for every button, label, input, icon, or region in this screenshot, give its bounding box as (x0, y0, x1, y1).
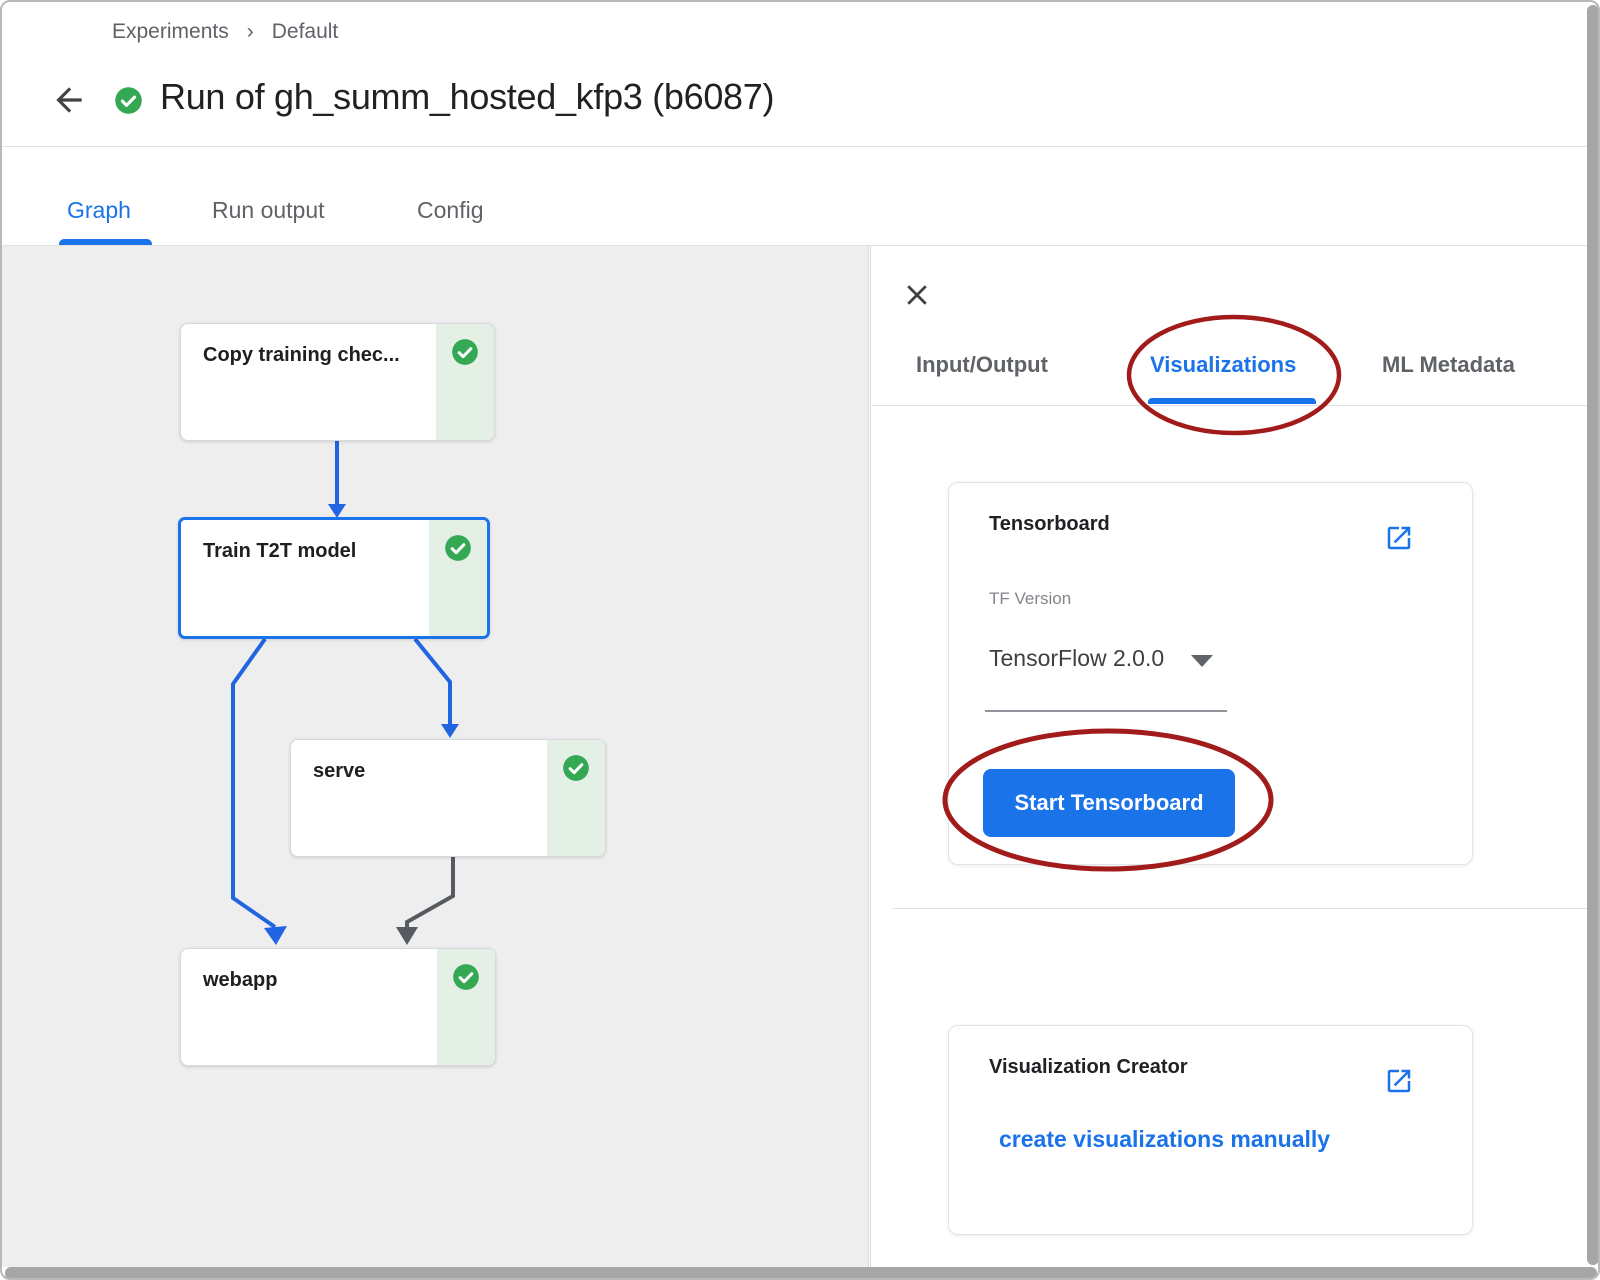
start-tensorboard-button[interactable]: Start Tensorboard (983, 769, 1235, 837)
panel-tab-ml-metadata[interactable]: ML Metadata (1382, 352, 1515, 377)
breadcrumb-item-experiments[interactable]: Experiments (112, 20, 229, 43)
node-success-strip (429, 520, 487, 636)
graph-node-copy-training[interactable]: Copy training chec... (180, 323, 495, 441)
graph-node-train-t2t-model[interactable]: Train T2T model (178, 517, 490, 639)
create-visualizations-link[interactable]: create visualizations manually (999, 1126, 1331, 1152)
breadcrumb-separator: › (246, 20, 254, 43)
tf-version-value: TensorFlow 2.0.0 (989, 645, 1165, 671)
header-divider (2, 146, 1598, 147)
open-in-new-icon[interactable] (1384, 523, 1414, 553)
check-circle-icon (563, 755, 589, 781)
open-in-new-icon[interactable] (1384, 1066, 1414, 1096)
tab-config[interactable]: Config (417, 197, 484, 223)
node-success-strip (437, 949, 495, 1065)
panel-section-divider (892, 908, 1588, 909)
tensorboard-card: Tensorboard TF Version TensorFlow 2.0.0 … (948, 482, 1473, 865)
panel-divider (870, 246, 871, 1267)
active-tab-underline (59, 239, 152, 246)
graph-edges (231, 441, 459, 945)
panel-tabs-divider (872, 405, 1588, 406)
tab-graph[interactable]: Graph (67, 197, 131, 223)
node-success-strip (436, 324, 494, 440)
node-label: serve (313, 760, 366, 782)
vertical-scrollbar[interactable] (1587, 5, 1598, 1265)
node-label: Copy training chec... (203, 344, 400, 366)
tf-version-underline (985, 710, 1227, 712)
tf-version-select[interactable]: TensorFlow 2.0.0 (989, 645, 1229, 677)
graph-node-serve[interactable]: serve (290, 739, 606, 857)
panel-tab-input-output[interactable]: Input/Output (916, 352, 1048, 377)
node-label: Train T2T model (203, 540, 357, 562)
panel-tab-visualizations[interactable]: Visualizations (1150, 352, 1297, 377)
breadcrumb-item-default[interactable]: Default (271, 20, 339, 43)
close-icon (907, 285, 927, 305)
tf-version-label: TF Version (989, 589, 1072, 608)
node-success-strip (547, 740, 605, 856)
arrow-left-icon (56, 87, 82, 113)
horizontal-scrollbar[interactable] (5, 1267, 1597, 1278)
tensorboard-card-title: Tensorboard (989, 513, 1110, 535)
tab-run-output[interactable]: Run output (212, 197, 325, 223)
tabbar-divider (2, 245, 1598, 246)
check-circle-icon (445, 535, 471, 561)
back-button[interactable] (50, 81, 88, 119)
visualization-creator-title: Visualization Creator (989, 1056, 1188, 1078)
breadcrumb: Experiments › Default (112, 20, 338, 44)
check-circle-icon (452, 339, 478, 365)
graph-node-webapp[interactable]: webapp (180, 948, 496, 1066)
pipeline-graph-canvas[interactable]: Copy training chec... Train T2T model se… (2, 246, 869, 1267)
panel-active-tab-underline (1148, 398, 1316, 404)
close-panel-button[interactable] (902, 280, 932, 310)
page-title: Run of gh_summ_hosted_kfp3 (b6087) (160, 76, 775, 117)
dropdown-caret-icon (1191, 655, 1213, 667)
visualization-creator-card: Visualization Creator create visualizati… (948, 1025, 1473, 1235)
check-circle-icon (453, 964, 479, 990)
node-label: webapp (203, 969, 278, 991)
run-status-check-icon (114, 86, 143, 115)
